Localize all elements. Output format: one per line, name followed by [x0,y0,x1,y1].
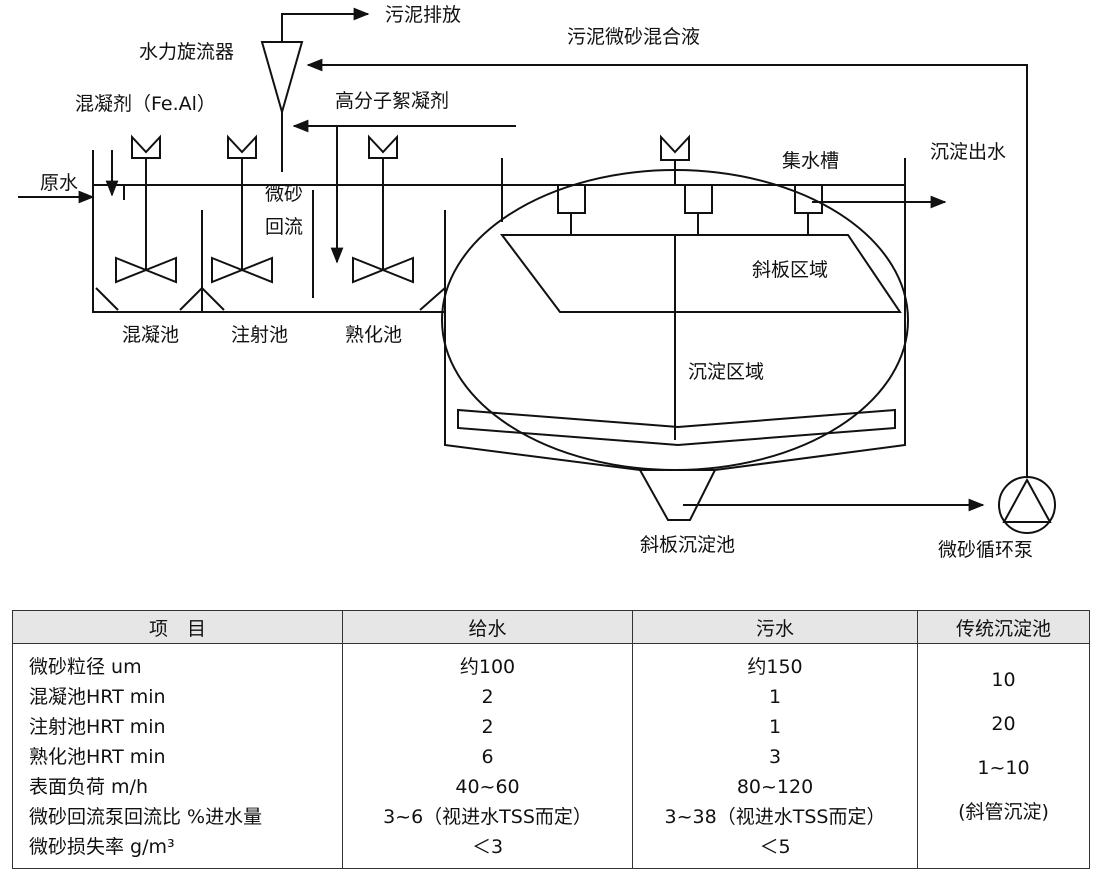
value-cell: 3 [768,746,782,768]
label-plate-settler: 斜板沉淀池 [640,534,735,556]
label-plate-zone: 斜板区域 [752,259,828,281]
value-cell: 20 [991,713,1016,735]
tank-fillets [95,286,446,311]
label-injection-tank: 注射池 [231,324,288,346]
table-header-row: 项 目 给水 污水 传统沉淀池 [12,610,1090,644]
mixer-3 [352,134,414,284]
plate-zone-shape [499,234,902,313]
value-cell: 40~60 [455,776,520,798]
sewage-column: 约150 1 1 3 80~120 3~38（视进水TSS而定） ＜5 [632,643,918,869]
header-water-supply: 给水 [342,610,633,644]
value-cell: 3~38（视进水TSS而定） [664,806,886,828]
value-cell: ＜3 [471,836,504,858]
water-supply-column: 约100 2 2 6 40~60 3~6（视进水TSS而定） ＜3 [342,643,633,869]
value-cell: 1~10 [977,757,1030,779]
label-maturation-tank: 熟化池 [345,324,402,346]
item-cell: 微砂损失率 g/m³ [29,836,175,858]
sludge-discharge-arrow [281,7,370,42]
item-cell: 表面负荷 m/h [29,776,148,798]
settling-circle [441,169,909,471]
tank-outline [92,150,446,313]
label-effluent: 沉淀出水 [930,141,1006,163]
label-sand-return-1: 微砂 [265,183,303,205]
value-cell: 2 [481,686,494,708]
item-cell: 微砂粒径 um [29,656,142,678]
value-cell: 约150 [747,656,803,678]
header-sewage: 污水 [632,610,918,644]
value-cell: 3~6（视进水TSS而定） [383,806,592,828]
table-body-row: 微砂粒径 um 混凝池HRT min 注射池HRT min 熟化池HRT min… [12,643,1090,869]
label-sludge-discharge: 污泥排放 [385,4,461,26]
value-cell: 1 [768,686,782,708]
item-column: 微砂粒径 um 混凝池HRT min 注射池HRT min 熟化池HRT min… [12,643,343,869]
value-cell: 80~120 [736,776,814,798]
scraper-arm [457,408,896,447]
mixer-2 [211,134,273,284]
label-sand-return-2: 回流 [265,216,303,238]
value-cell: ＜5 [759,836,791,858]
item-cell: 微砂回流泵回流比 %进水量 [29,806,263,828]
label-flocculant: 高分子絮凝剂 [335,90,449,112]
header-item: 项 目 [12,610,343,644]
recirculation-line [306,58,1028,478]
value-cell: 约100 [459,656,516,678]
trough-2 [684,195,713,235]
label-hydrocyclone: 水力旋流器 [139,41,234,63]
pump-circle [998,476,1056,534]
mixer-1 [115,134,177,284]
value-cell: 1 [768,716,782,738]
label-collection-trough: 集水槽 [782,150,839,172]
traditional-column: 10 20 1~10 (斜管沉淀) [917,643,1090,869]
label-sand-pump: 微砂循环泵 [938,539,1033,561]
value-cell: 2 [481,716,494,738]
label-sludge-sand-mix: 污泥微砂混合液 [567,26,700,48]
value-cell: (斜管沉淀) [958,801,1049,823]
item-cell: 注射池HRT min [29,716,166,738]
header-traditional: 传统沉淀池 [917,610,1090,644]
parameter-table: 项 目 给水 污水 传统沉淀池 微砂粒径 um 混凝池HRT min 注射池HR… [12,610,1090,869]
hydrocyclone-shape [260,41,304,116]
label-coagulant: 混凝剂（Fe.Al） [75,93,216,115]
label-settling-zone: 沉淀区域 [688,361,764,383]
value-cell: 10 [991,669,1016,691]
mixer-4 [660,134,690,185]
value-cell: 6 [481,746,494,768]
item-cell: 熟化池HRT min [29,746,166,768]
trough-1 [557,195,586,235]
label-coagulation-tank: 混凝池 [122,324,179,346]
pump-triangle [1002,477,1052,523]
label-raw-water: 原水 [40,172,78,194]
process-diagram: 污泥排放 水力旋流器 污泥微砂混合液 混凝剂（Fe.Al） 高分子絮凝剂 原水 … [18,4,1056,561]
item-cell: 混凝池HRT min [29,686,166,708]
sludge-hopper [639,469,716,521]
